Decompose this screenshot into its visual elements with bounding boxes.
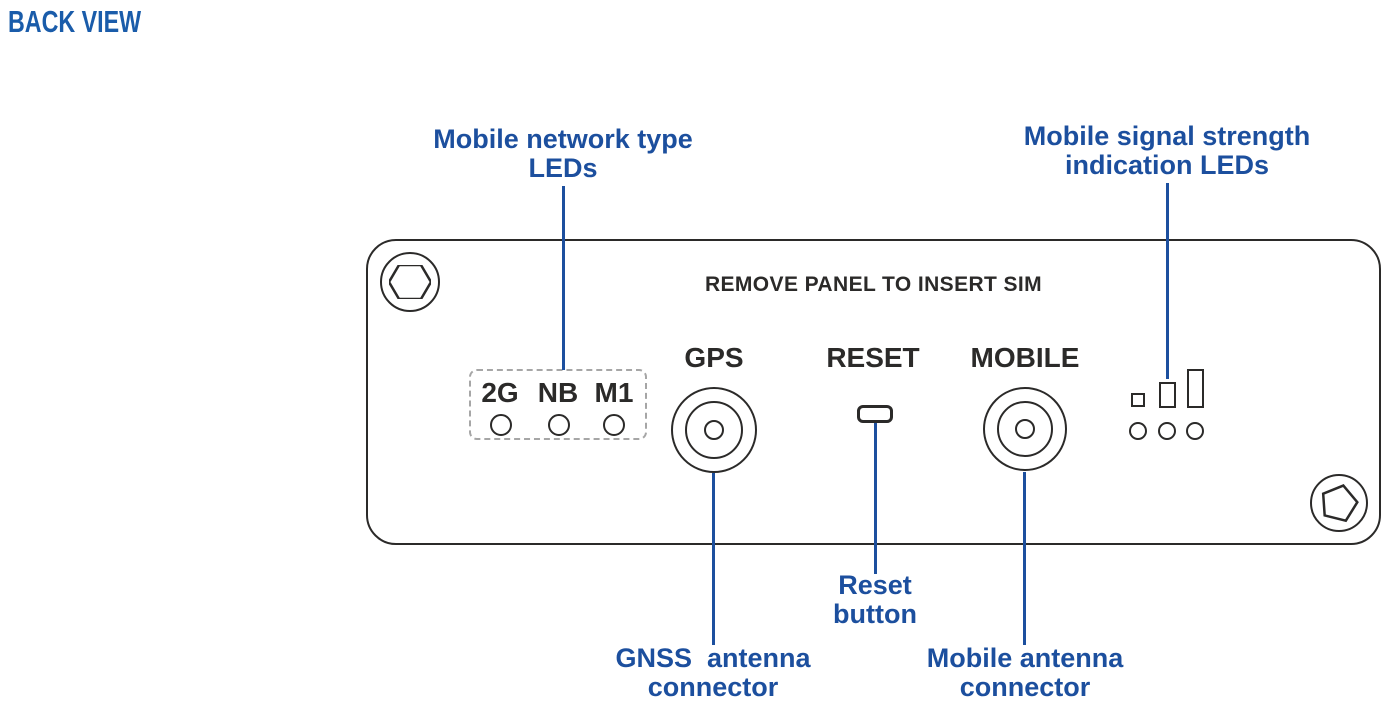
led-label-2g: 2G bbox=[481, 377, 519, 408]
signal-bar-tall bbox=[1187, 369, 1204, 408]
leader-line-mobile-antenna bbox=[1023, 472, 1026, 645]
gps-label: GPS bbox=[684, 342, 744, 373]
callout-line: Reset bbox=[838, 570, 912, 600]
signal-led-dot-1 bbox=[1129, 422, 1147, 440]
mobile-connector-middle bbox=[997, 401, 1053, 457]
led-dot-m1 bbox=[603, 414, 625, 436]
gps-connector-pin bbox=[704, 420, 724, 440]
callout-line: indication LEDs bbox=[1064, 150, 1270, 180]
sim-note-label: REMOVE PANEL TO INSERT SIM bbox=[704, 273, 1043, 296]
callout-line: Mobile signal strength bbox=[1023, 121, 1311, 151]
callout-line: LEDs bbox=[528, 153, 598, 183]
leader-line-signal-leds bbox=[1166, 183, 1169, 379]
leader-line-network-leds bbox=[562, 186, 565, 370]
callout-network-type-leds: Mobile network type LEDs bbox=[363, 125, 763, 183]
callout-line: connector bbox=[959, 672, 1091, 702]
mobile-label: MOBILE bbox=[970, 342, 1080, 373]
signal-led-dot-3 bbox=[1186, 422, 1204, 440]
led-label-nb: NB bbox=[537, 377, 579, 408]
led-label-m1: M1 bbox=[594, 377, 634, 408]
callout-mobile-antenna-connector: Mobile antenna connector bbox=[875, 644, 1175, 702]
device-panel-outline bbox=[366, 239, 1381, 545]
led-dot-2g bbox=[490, 414, 512, 436]
callout-gnss-connector: GNSS antenna connector bbox=[563, 644, 863, 702]
mobile-connector-outer bbox=[983, 387, 1067, 471]
network-led-group-box bbox=[469, 369, 647, 440]
screw-bottom-right-icon bbox=[1310, 474, 1368, 532]
signal-led-dot-2 bbox=[1158, 422, 1176, 440]
led-dot-nb bbox=[548, 414, 570, 436]
gps-connector-outer bbox=[671, 387, 757, 473]
leader-line-gnss bbox=[712, 473, 715, 645]
signal-bar-small bbox=[1131, 393, 1145, 407]
callout-reset-button: Reset button bbox=[775, 571, 975, 629]
page-title: BACK VIEW bbox=[8, 4, 142, 39]
mobile-connector-pin bbox=[1015, 419, 1035, 439]
callout-line: GNSS antenna bbox=[615, 643, 811, 673]
callout-line: button bbox=[833, 599, 917, 629]
leader-line-reset bbox=[874, 423, 877, 574]
callout-signal-strength-leds: Mobile signal strength indication LEDs bbox=[967, 122, 1367, 180]
signal-bar-medium bbox=[1159, 382, 1176, 408]
callout-line: Mobile antenna bbox=[926, 643, 1124, 673]
reset-button-shape bbox=[857, 405, 893, 423]
screw-top-left-icon bbox=[380, 252, 440, 312]
pent-socket-icon bbox=[1321, 484, 1359, 523]
gps-connector-middle bbox=[685, 401, 743, 459]
callout-line: Mobile network type bbox=[433, 124, 693, 154]
reset-label: RESET bbox=[826, 342, 920, 373]
callout-line: connector bbox=[647, 672, 779, 702]
